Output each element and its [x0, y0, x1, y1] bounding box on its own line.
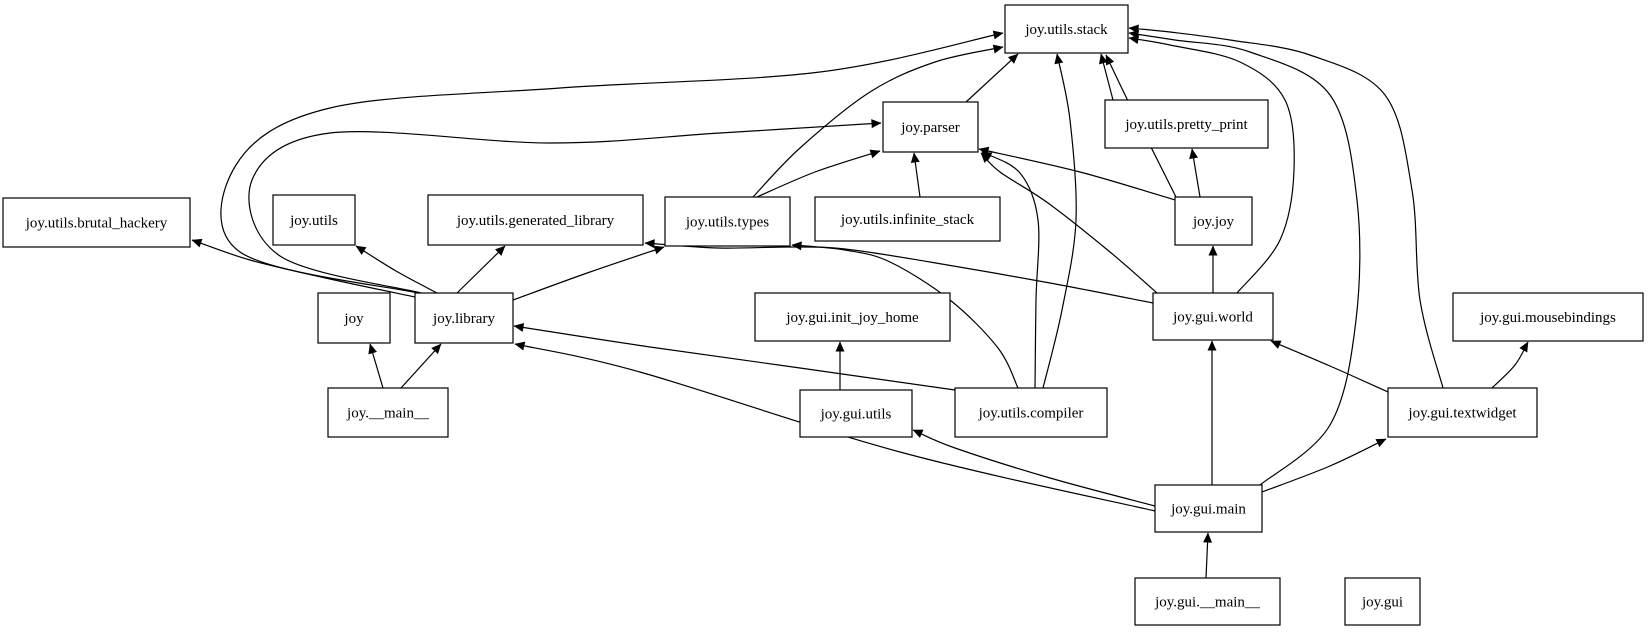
module-node-compiler: joy.utils.compiler — [954, 387, 1108, 438]
module-box-infinite_stack — [814, 196, 1001, 242]
module-box-textwidget — [1387, 387, 1538, 438]
module-box-brutal_hackery — [2, 197, 191, 248]
module-label-compiler: joy.utils.compiler — [978, 406, 1084, 422]
module-box-generated_library — [427, 194, 644, 246]
edge-library-to-types — [512, 245, 665, 301]
module-label-utils: joy.utils — [289, 213, 338, 229]
edge-compiler-to-stack — [1042, 53, 1077, 389]
edge-types-to-stack — [752, 44, 1004, 198]
module-node-parser: joy.parser — [882, 101, 979, 153]
edge-types-to-parser — [756, 149, 881, 198]
edge-textwidget-to-stack — [1128, 24, 1444, 389]
edge-compiler-to-types — [791, 241, 1019, 389]
module-node-generated_library: joy.utils.generated_library — [427, 194, 644, 246]
module-box-gui — [1344, 577, 1421, 626]
module-node-library: joy.library — [414, 292, 514, 344]
module-node-joy_joy: joy.joy — [1174, 196, 1253, 246]
module-box-init_joy_home — [754, 292, 951, 342]
module-label-stack: joy.utils.stack — [1024, 22, 1108, 38]
module-label-generated_library: joy.utils.generated_library — [456, 213, 615, 229]
module-node-joy_main: joy.__main__ — [327, 387, 449, 438]
module-node-init_joy_home: joy.gui.init_joy_home — [754, 292, 951, 342]
module-box-pretty_print — [1104, 99, 1269, 149]
module-label-init_joy_home: joy.gui.init_joy_home — [785, 310, 919, 326]
module-node-pretty_print: joy.utils.pretty_print — [1104, 99, 1269, 149]
module-label-textwidget: joy.gui.textwidget — [1407, 406, 1517, 422]
edge-joy_main-to-library — [400, 343, 442, 389]
module-box-joy_main — [327, 387, 449, 438]
module-box-joy — [317, 292, 391, 344]
module-node-gui_main_main: joy.gui.__main__ — [1134, 577, 1281, 626]
module-node-textwidget: joy.gui.textwidget — [1387, 387, 1538, 438]
module-node-utils: joy.utils — [272, 194, 356, 246]
edges-layer — [191, 24, 1529, 579]
edge-gui_main-to-stack — [1128, 29, 1361, 486]
edge-library-to-utils — [355, 245, 438, 294]
module-node-infinite_stack: joy.utils.infinite_stack — [814, 196, 1001, 242]
module-label-parser: joy.parser — [900, 120, 960, 136]
module-node-joy: joy — [317, 292, 391, 344]
module-box-gui_utils — [799, 389, 913, 438]
module-box-joy_joy — [1174, 196, 1253, 246]
edge-world-to-stack — [1128, 35, 1295, 294]
edge-gui_main_main-to-gui_main — [1203, 532, 1213, 579]
module-node-types: joy.utils.types — [664, 196, 791, 247]
edge-gui_main-to-gui_utils — [912, 429, 1156, 507]
edge-joy_joy-to-parser — [978, 146, 1176, 201]
module-box-utils — [272, 194, 356, 246]
edge-compiler-to-parser — [981, 151, 1040, 389]
module-label-gui_main: joy.gui.main — [1170, 502, 1246, 518]
module-label-gui_utils: joy.gui.utils — [820, 407, 892, 423]
module-node-brutal_hackery: joy.utils.brutal_hackery — [2, 197, 191, 248]
module-box-types — [664, 196, 791, 247]
module-label-gui: joy.gui — [1361, 595, 1403, 611]
edge-joy_joy-to-pretty_print — [1189, 148, 1201, 198]
edge-library-to-stack — [220, 30, 1004, 294]
edge-gui_main-to-textwidget — [1261, 438, 1387, 493]
module-label-brutal_hackery: joy.utils.brutal_hackery — [25, 216, 168, 232]
module-label-library: joy.library — [432, 311, 495, 327]
module-node-gui_main: joy.gui.main — [1154, 484, 1263, 533]
module-box-stack — [1004, 4, 1129, 54]
module-node-gui: joy.gui — [1344, 577, 1421, 626]
edge-compiler-to-library — [513, 323, 956, 391]
module-label-joy: joy — [343, 311, 364, 327]
module-label-types: joy.utils.types — [685, 215, 769, 231]
edge-joy_main-to-joy — [368, 343, 384, 389]
edge-world-to-parser — [980, 152, 1158, 294]
module-box-world — [1152, 292, 1274, 341]
edge-library-to-brutal_hackery — [191, 238, 416, 298]
module-label-joy_main: joy.__main__ — [346, 406, 429, 422]
edge-library-to-parser — [248, 119, 882, 294]
module-node-world: joy.gui.world — [1152, 292, 1274, 341]
module-label-infinite_stack: joy.utils.infinite_stack — [840, 212, 975, 228]
module-box-library — [414, 292, 514, 344]
edge-infinite_stack-to-parser — [910, 152, 921, 198]
edge-library-to-generated_library — [456, 245, 506, 294]
module-label-mousebindings: joy.gui.mousebindings — [1479, 310, 1616, 326]
module-label-pretty_print: joy.utils.pretty_print — [1124, 117, 1248, 133]
module-box-compiler — [954, 387, 1108, 438]
module-box-gui_main — [1154, 484, 1263, 533]
edge-parser-to-stack — [965, 53, 1019, 103]
edge-pretty_print-to-stack — [1099, 53, 1114, 101]
module-node-gui_utils: joy.gui.utils — [799, 389, 913, 438]
edge-textwidget-to-mousebindings — [1491, 341, 1529, 389]
module-box-gui_main_main — [1134, 577, 1281, 626]
module-label-gui_main_main: joy.gui.__main__ — [1154, 595, 1260, 611]
nodes-layer: joy.utils.stack joy.parser joy.utils.prett… — [2, 4, 1644, 626]
module-node-mousebindings: joy.gui.mousebindings — [1452, 292, 1644, 342]
module-box-mousebindings — [1452, 292, 1644, 342]
module-box-parser — [882, 101, 979, 153]
module-node-stack: joy.utils.stack — [1004, 4, 1129, 54]
edge-textwidget-to-world — [1270, 340, 1389, 393]
edge-world-to-generated_library — [644, 239, 1154, 304]
module-label-world: joy.gui.world — [1172, 310, 1253, 326]
module-label-joy_joy: joy.joy — [1192, 214, 1235, 230]
